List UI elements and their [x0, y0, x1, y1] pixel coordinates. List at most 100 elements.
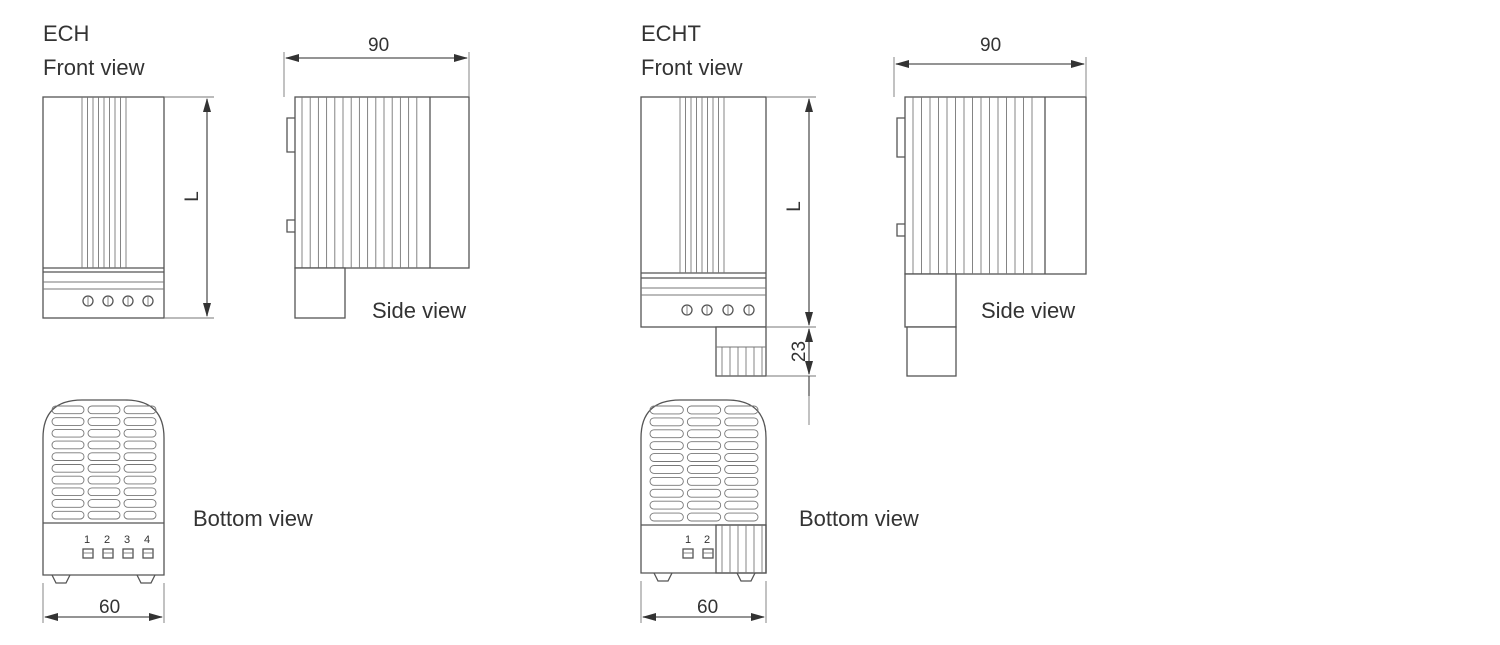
vent-slot: [51, 487, 85, 497]
vent-slot: [724, 405, 759, 415]
vent-slot: [87, 417, 121, 426]
terminal-block: [702, 548, 714, 559]
vent-slot: [51, 440, 85, 450]
echt-bottom-view: [640, 399, 767, 623]
vent-slot: [686, 512, 722, 522]
echt-title: ECHT: [641, 21, 701, 46]
ech-front-fins: [81, 97, 127, 268]
ech-front-view: [42, 96, 214, 319]
echt-connector-label: 23: [789, 340, 811, 363]
ech-height-label: L: [181, 191, 203, 202]
terminal-block: [122, 548, 134, 559]
ech-title: ECH: [43, 21, 90, 46]
vent-slot: [123, 487, 157, 497]
echt-width-dimension: [893, 57, 1087, 97]
vent-slot: [87, 452, 121, 461]
vent-slot: [51, 475, 85, 485]
terminal-block: [82, 548, 94, 559]
ech-bottom-width-dimension: [42, 583, 165, 623]
ech-vent-grille: [51, 405, 157, 520]
vent-slot: [649, 453, 684, 462]
echt-side-view: [893, 57, 1087, 377]
vent-slot: [87, 405, 121, 415]
vent-slot: [51, 428, 85, 438]
vent-slot: [649, 441, 684, 451]
vent-slot: [123, 452, 157, 461]
echt-terminal-1: 1: [685, 534, 692, 546]
vent-slot: [123, 475, 157, 485]
vent-slot: [724, 500, 759, 510]
echt-side-fins: [912, 97, 1033, 274]
vent-slot: [87, 487, 121, 497]
ech-terminal-4: 4: [144, 534, 151, 546]
echt-connector-pins: [716, 346, 766, 376]
vent-slot: [87, 510, 121, 520]
echt-bottom-view-label: Bottom view: [799, 506, 919, 531]
vent-slot: [649, 417, 684, 427]
vent-slot: [123, 499, 157, 508]
vent-slot: [87, 428, 121, 438]
echt-bottom-connector: [715, 524, 767, 574]
ech-bottom-terminals: [82, 548, 154, 559]
vent-slot: [649, 405, 684, 415]
terminal-block: [102, 548, 114, 559]
echt-bottom-width-label: 60: [697, 597, 719, 618]
ech-terminal-1: 1: [84, 534, 91, 546]
vent-slot: [87, 464, 121, 473]
vent-slot: [123, 428, 157, 438]
ech-height-dimension: [164, 96, 214, 319]
vent-slot: [649, 476, 684, 486]
vent-slot: [649, 500, 684, 510]
vent-slot: [51, 510, 85, 520]
ech-terminal-3: 3: [124, 534, 131, 546]
echt-vent-grille: [649, 405, 759, 522]
vent-slot: [649, 429, 684, 439]
ech-side-view: [283, 52, 470, 319]
vent-slot: [649, 512, 684, 522]
ech-side-fins: [301, 97, 418, 268]
ech-bottom-view-label: Bottom view: [193, 506, 313, 531]
vent-slot: [686, 453, 722, 462]
terminal-block: [142, 548, 154, 559]
echt-front-view: [640, 96, 816, 425]
echt-height-label: L: [783, 201, 805, 212]
echt-terminal-2: 2: [704, 534, 711, 546]
connector-body: [715, 524, 767, 574]
ech-bottom-view: [42, 399, 165, 623]
echt-bottom-width-dimension: [640, 581, 767, 623]
vent-slot: [123, 417, 157, 426]
vent-slot: [686, 441, 722, 451]
vent-slot: [724, 441, 759, 451]
vent-slot: [51, 452, 85, 461]
ech-terminal-2: 2: [104, 534, 111, 546]
vent-slot: [51, 405, 85, 415]
ech-front-view-label: Front view: [43, 55, 145, 80]
ech-front-terminals: [82, 295, 154, 307]
echt-front-terminals: [681, 304, 755, 316]
echt-side-view-label: Side view: [981, 298, 1076, 323]
vent-slot: [123, 464, 157, 473]
vent-slot: [686, 429, 722, 439]
vent-slot: [686, 405, 722, 415]
vent-slot: [724, 488, 759, 498]
vent-slot: [51, 464, 85, 473]
vent-slot: [123, 405, 157, 415]
vent-slot: [724, 512, 759, 522]
echt-front-view-label: Front view: [641, 55, 743, 80]
vent-slot: [87, 440, 121, 450]
vent-slot: [724, 417, 759, 427]
vent-slot: [649, 465, 684, 474]
vent-slot: [87, 475, 121, 485]
vent-slot: [51, 417, 85, 426]
vent-slot: [724, 453, 759, 462]
echt-bottom-terminals: [682, 548, 714, 559]
terminal-block: [682, 548, 694, 559]
vent-slot: [649, 488, 684, 498]
vent-slot: [686, 465, 722, 474]
vent-slot: [123, 510, 157, 520]
echt-height-dimension: [766, 96, 816, 425]
vent-slot: [724, 429, 759, 439]
vent-slot: [686, 488, 722, 498]
vent-slot: [123, 440, 157, 450]
